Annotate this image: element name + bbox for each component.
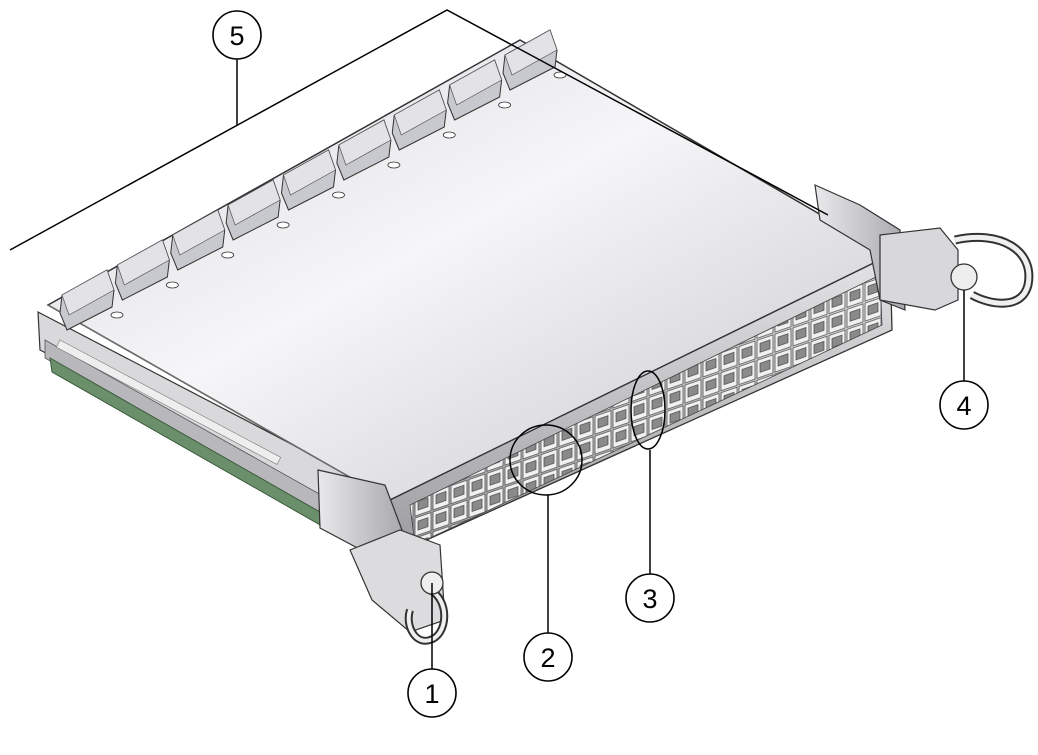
rear-connector-face: [393, 89, 447, 136]
led-highlight-ellipse: [630, 370, 666, 450]
rear-connector-notch: [442, 131, 456, 139]
callout-2: 2: [523, 632, 573, 682]
rear-connector-face: [116, 239, 170, 286]
rear-connector-notch: [221, 251, 235, 259]
right-captive-screw-icon: [950, 263, 978, 291]
callout-3-label: 3: [642, 584, 657, 614]
rear-connector-notch: [387, 161, 401, 169]
rear-connector-notch: [498, 101, 512, 109]
callout-1: 1: [407, 668, 457, 718]
rear-connector-face: [504, 29, 558, 76]
card-side-wall: [37, 310, 401, 540]
rear-connector-notch: [276, 221, 290, 229]
callout-5-label: 5: [229, 21, 244, 51]
rear-connector-face: [172, 209, 226, 256]
rear-connector-face: [283, 149, 336, 196]
rear-connector-notch: [110, 311, 124, 319]
callout-5: 5: [212, 10, 262, 60]
port-highlight-ellipse: [509, 424, 583, 496]
right-ejector-bracket: [814, 184, 1034, 311]
rear-connector-face: [61, 269, 115, 316]
rear-connector-face: [227, 179, 281, 226]
callout-4-label: 4: [956, 391, 971, 421]
callout-4: 4: [939, 380, 989, 430]
callout-5-bracket: [9, 9, 829, 251]
callout-1-label: 1: [424, 679, 439, 709]
rear-connector-notch: [165, 281, 179, 289]
rear-connector-notch: [332, 191, 345, 199]
rear-connector-face: [449, 59, 503, 106]
rear-connector-notch: [553, 71, 567, 79]
rear-connectors: [59, 29, 567, 331]
rear-connector-face: [338, 119, 392, 166]
callout-2-label: 2: [540, 643, 555, 673]
callout-3: 3: [625, 573, 675, 623]
